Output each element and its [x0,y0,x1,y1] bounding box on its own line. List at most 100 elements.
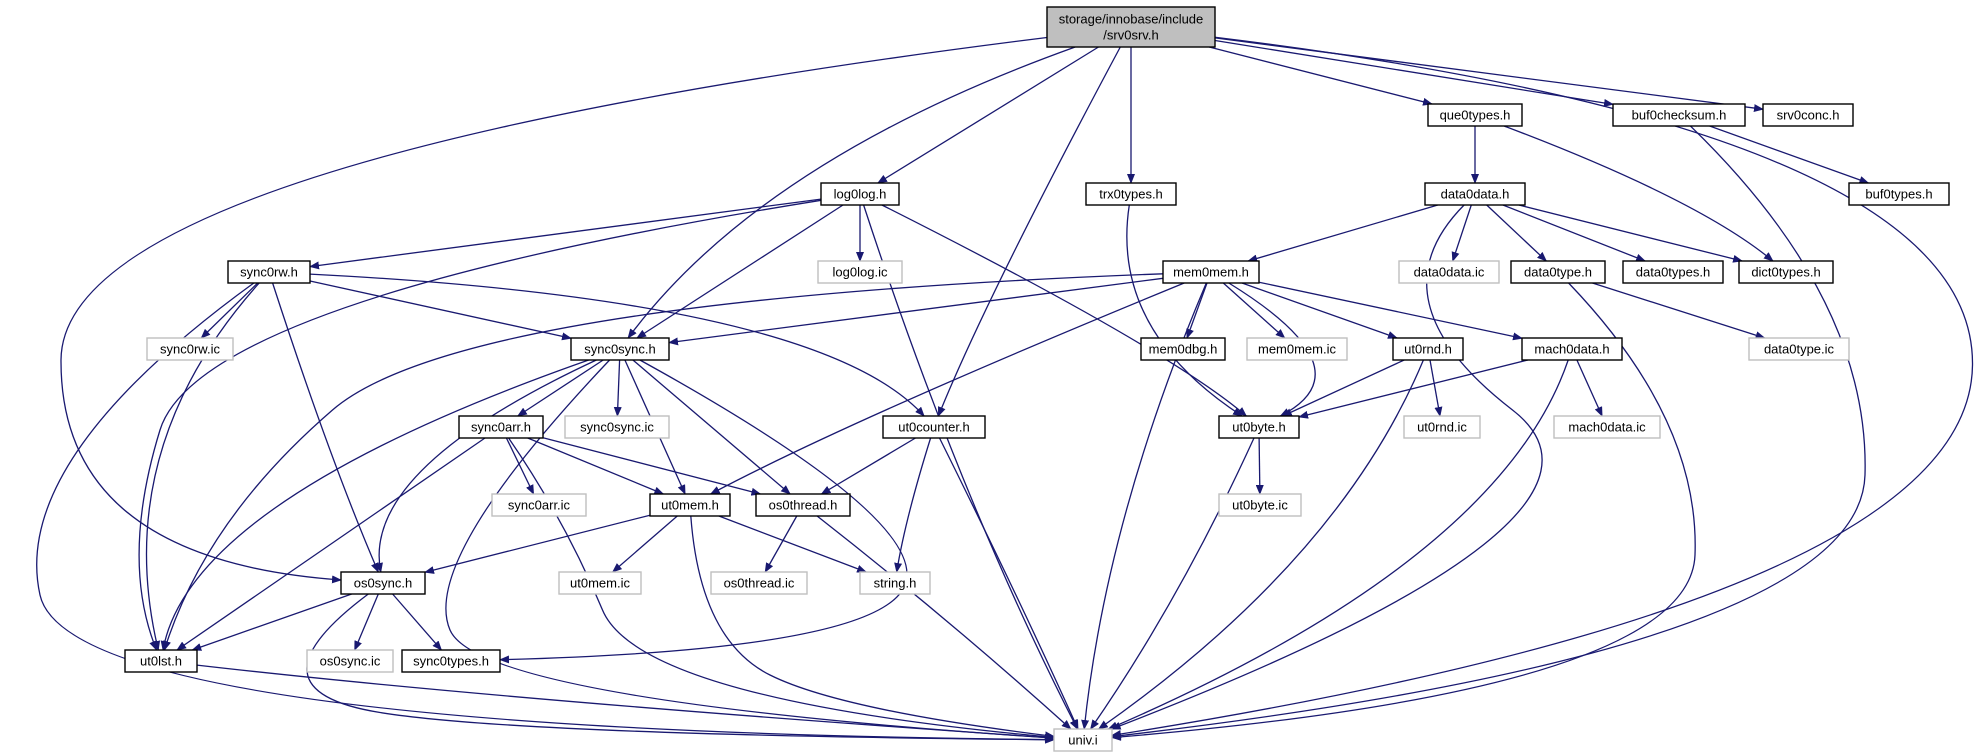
node-label: sync0arr.ic [508,498,571,513]
node-data0type[interactable]: data0type.h [1510,260,1606,284]
node-os0sync[interactable]: os0sync.h [340,571,426,595]
node-univ[interactable]: univ.i [1053,728,1113,752]
node-box [1392,337,1464,361]
node-mem0mem[interactable]: mem0mem.h [1162,260,1260,284]
edge-os0thread-to-os0thread_ic [764,515,798,573]
node-label: ut0counter.h [898,420,970,435]
node-label: ut0byte.ic [1232,498,1288,513]
edge-line [862,204,1078,730]
node-trx0types[interactable]: trx0types.h [1085,182,1177,206]
edge-line [1255,437,1264,495]
node-log0log-ic[interactable]: log0log.ic [817,260,903,284]
edge-ut0counter-to-os0thread [820,437,916,495]
edge-data0data-to-data0data_ic [1451,204,1472,262]
node-label: ut0mem.h [661,498,719,513]
edge-line [1298,359,1529,419]
edge-sync0arr-to-ut0lst [176,437,486,651]
edge-mach0data-to-univ [1107,359,1569,730]
node-mem0dbg[interactable]: mem0dbg.h [1140,337,1226,361]
node-box [1612,103,1746,127]
edge-line [1111,36,1974,738]
node-label: data0data.h [1441,187,1510,202]
node-ut0lst[interactable]: ut0lst.h [124,649,198,673]
node-box [458,415,544,439]
edge-line [1247,204,1438,263]
node-buf0types[interactable]: buf0types.h [1848,182,1950,206]
edge-layer [36,36,1974,744]
edge-line [709,282,1185,495]
edge-mem0mem-to-mem0dbg [1186,282,1208,339]
edge-line [877,46,1099,184]
node-label: data0data.ic [1414,265,1485,280]
node-sync0sync-ic[interactable]: sync0sync.ic [564,415,670,439]
node-box [755,493,851,517]
node-os0thread[interactable]: os0thread.h [755,493,851,517]
edge-sync0sync-to-os0sync [375,359,597,573]
node-sync0sync[interactable]: sync0sync.h [570,337,670,361]
edge-sync0sync-to-ut0lst [160,359,589,651]
node-box [558,571,642,595]
edge-line [613,359,622,417]
node-mem0mem-ic[interactable]: mem0mem.ic [1246,337,1348,361]
node-ut0rnd-ic[interactable]: ut0rnd.ic [1403,415,1481,439]
node-data0types[interactable]: data0types.h [1622,260,1724,284]
node-box [1046,6,1216,48]
node-string[interactable]: string.h [859,571,931,595]
node-sync0arr[interactable]: sync0arr.h [458,415,544,439]
edge-srv0srv-to-log0log [877,46,1099,184]
edge-line [196,664,1055,742]
node-srv0conc[interactable]: srv0conc.h [1762,103,1854,127]
edge-line [1592,282,1766,340]
edge-line [375,359,597,573]
node-box [227,260,311,284]
edge-mem0mem-to-mach0data [1258,281,1523,341]
node-sync0types[interactable]: sync0types.h [401,649,501,673]
edge-sync0sync-to-univ [445,359,1055,742]
node-label: dict0types.h [1751,265,1820,280]
node-ut0mem-ic[interactable]: ut0mem.ic [558,571,642,595]
node-que0types[interactable]: que0types.h [1427,103,1523,127]
edge-line [1451,204,1472,262]
edge-os0sync-to-sync0types [392,593,443,651]
node-log0log[interactable]: log0log.h [820,182,900,206]
node-ut0byte[interactable]: ut0byte.h [1218,415,1300,439]
node-label: buf0checksum.h [1632,108,1727,123]
edge-line [937,46,1121,417]
edge-line [542,437,762,496]
node-label: sync0sync.ic [580,420,654,435]
edge-line [1214,39,1614,107]
node-label: trx0types.h [1099,187,1163,202]
edge-line [764,515,798,573]
edge-line [200,282,259,339]
node-sync0rw-ic[interactable]: sync0rw.ic [146,337,234,361]
node-label: srv0conc.h [1777,108,1840,123]
node-mach0data-ic[interactable]: mach0data.ic [1553,415,1661,439]
node-dict0types[interactable]: dict0types.h [1738,260,1834,284]
node-box [1622,260,1724,284]
node-buf0checksum[interactable]: buf0checksum.h [1612,103,1746,127]
node-os0sync-ic[interactable]: os0sync.ic [306,649,394,673]
node-ut0counter[interactable]: ut0counter.h [882,415,986,439]
node-ut0rnd[interactable]: ut0rnd.h [1392,337,1464,361]
node-data0data-ic[interactable]: data0data.ic [1398,260,1500,284]
node-data0type-ic[interactable]: data0type.ic [1748,337,1850,361]
edge-sync0rw-to-ut0counter [309,273,925,417]
node-box [820,182,900,206]
edge-sync0rw-to-sync0rw_ic [200,282,259,339]
node-sync0arr-ic[interactable]: sync0arr.ic [491,493,587,517]
edge-line [690,515,1055,740]
edge-line [1429,359,1443,417]
edge-line [1222,282,1286,339]
node-data0data[interactable]: data0data.h [1424,182,1526,206]
edge-data0type-to-data0type_ic [1592,282,1766,340]
node-box [1738,260,1834,284]
node-mach0data[interactable]: mach0data.h [1521,337,1623,361]
node-sync0rw[interactable]: sync0rw.h [227,260,311,284]
edge-line [1110,204,1543,730]
edge-sync0rw-to-univ [36,282,1055,744]
node-ut0byte-ic[interactable]: ut0byte.ic [1218,493,1302,517]
node-os0thread-ic[interactable]: os0thread.ic [710,571,808,595]
node-srv0srv[interactable]: storage/innobase/include/srv0srv.h [1046,6,1216,48]
node-ut0mem[interactable]: ut0mem.h [649,493,731,517]
edge-ut0mem-to-string [718,515,868,573]
